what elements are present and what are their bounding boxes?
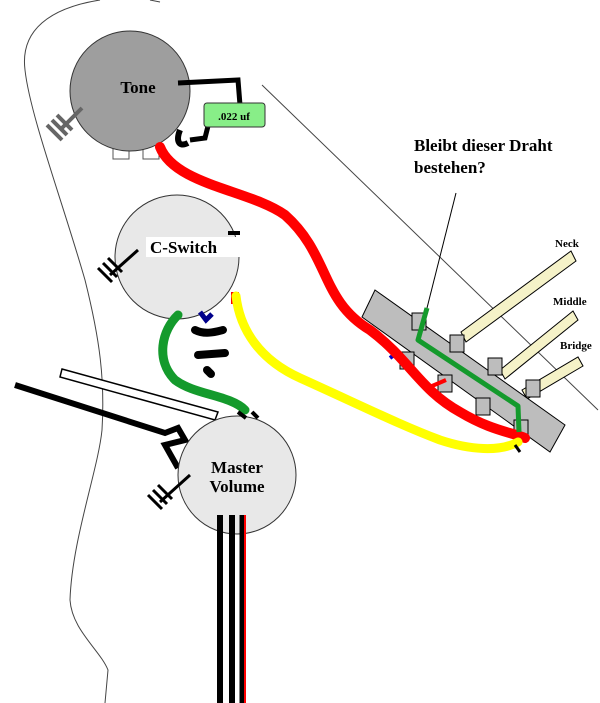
capacitor-lead <box>177 77 243 106</box>
lever-middle[interactable] <box>499 310 579 380</box>
green-wire-questioned[interactable] <box>415 307 522 433</box>
solder-mark <box>198 310 214 324</box>
solder-mark <box>431 378 447 388</box>
master-volume-label-line1: Master <box>211 458 263 477</box>
c-switch-pot[interactable]: C-Switch <box>114 194 242 320</box>
yellow-wire <box>231 291 523 453</box>
tone-pot[interactable]: Tone <box>69 30 191 160</box>
label-neck: Neck <box>555 238 580 250</box>
selector-tab <box>475 397 491 416</box>
pickguard-outline-inner <box>261 84 599 411</box>
solder-mark <box>191 326 227 337</box>
solder-mark <box>513 444 522 453</box>
volume-lever-light <box>59 368 219 421</box>
solder-mark <box>236 410 260 420</box>
ground-icon <box>146 473 192 511</box>
solder-mark <box>194 349 229 359</box>
solder-mark <box>203 366 215 378</box>
selector-tab <box>487 357 503 376</box>
red-wire <box>155 142 530 443</box>
green-wire <box>158 310 250 415</box>
label-middle: Middle <box>553 296 587 308</box>
c-switch-label: C-Switch <box>150 238 218 257</box>
label-bridge: Bridge <box>560 340 592 352</box>
question-line2: bestehen? <box>414 158 486 177</box>
selector-tab <box>449 334 465 353</box>
capacitor-body <box>203 102 266 128</box>
pickguard-edge-top <box>149 0 161 3</box>
c-switch-label-bg <box>146 237 242 257</box>
ground-icon <box>96 248 139 284</box>
black-wire <box>175 128 190 148</box>
pickguard-outline <box>23 0 109 703</box>
master-volume-pot[interactable]: Master Volume <box>177 415 297 535</box>
question-pointer <box>426 192 457 309</box>
tone-pot-body <box>69 30 191 152</box>
capacitor-value: .022 uf <box>218 111 250 123</box>
black-wire <box>14 382 190 470</box>
ground-icon <box>45 106 84 142</box>
master-volume-body <box>177 415 297 535</box>
question-line1: Bleibt dieser Draht <box>414 136 553 155</box>
selector-tab <box>525 379 541 398</box>
capacitor[interactable]: .022 uf <box>177 77 266 143</box>
tone-pot-label: Tone <box>120 78 156 97</box>
master-volume-label-line2: Volume <box>209 477 265 496</box>
